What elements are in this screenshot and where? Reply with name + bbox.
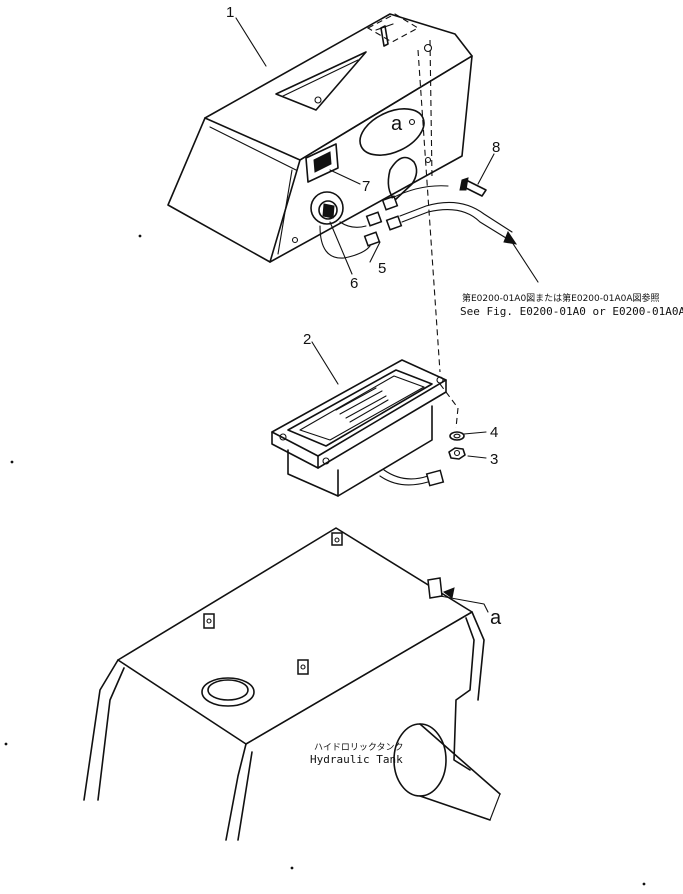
leader-6 [329,221,353,275]
view-letter-top: a [391,113,403,135]
dot [642,882,646,886]
guide-line-right [429,39,433,179]
leader-4 [463,431,487,435]
leader-2 [311,341,339,385]
guide-line-part2 [439,383,459,429]
callout-8: 8 [492,139,500,156]
callout-4: 4 [490,424,498,441]
tank-label-jp: ハイドロリックタンク [314,742,403,753]
leader-5 [369,241,381,263]
panel-cover [167,13,513,263]
callout-7: 7 [362,178,370,195]
callout-2: 2 [303,331,311,348]
note-arrowhead [503,230,518,245]
view-letter-bottom: a [490,607,502,629]
dot [138,234,142,238]
nut [448,447,466,460]
guide-line-left [417,49,441,373]
leader-7 [329,169,361,185]
callout-1: 1 [226,4,234,21]
callout-3: 3 [490,451,498,468]
dot [290,866,294,870]
tank-label-en: Hydraulic Tank [310,753,403,766]
reference-note-jp: 第E0200-01A0図または第E0200-01A0A図参照 [462,292,660,304]
leader-3 [467,455,487,459]
washer [449,431,465,441]
leader-1 [235,17,267,67]
hydraulic-tank [83,527,501,841]
monitor-panel [271,359,447,497]
callout-6: 6 [350,275,358,292]
leader-8 [477,153,495,185]
dot [10,460,14,464]
reference-note-en: See Fig. E0200-01A0 or E0200-01A0A [460,305,683,318]
callout-5: 5 [378,260,386,277]
dot [4,742,8,746]
